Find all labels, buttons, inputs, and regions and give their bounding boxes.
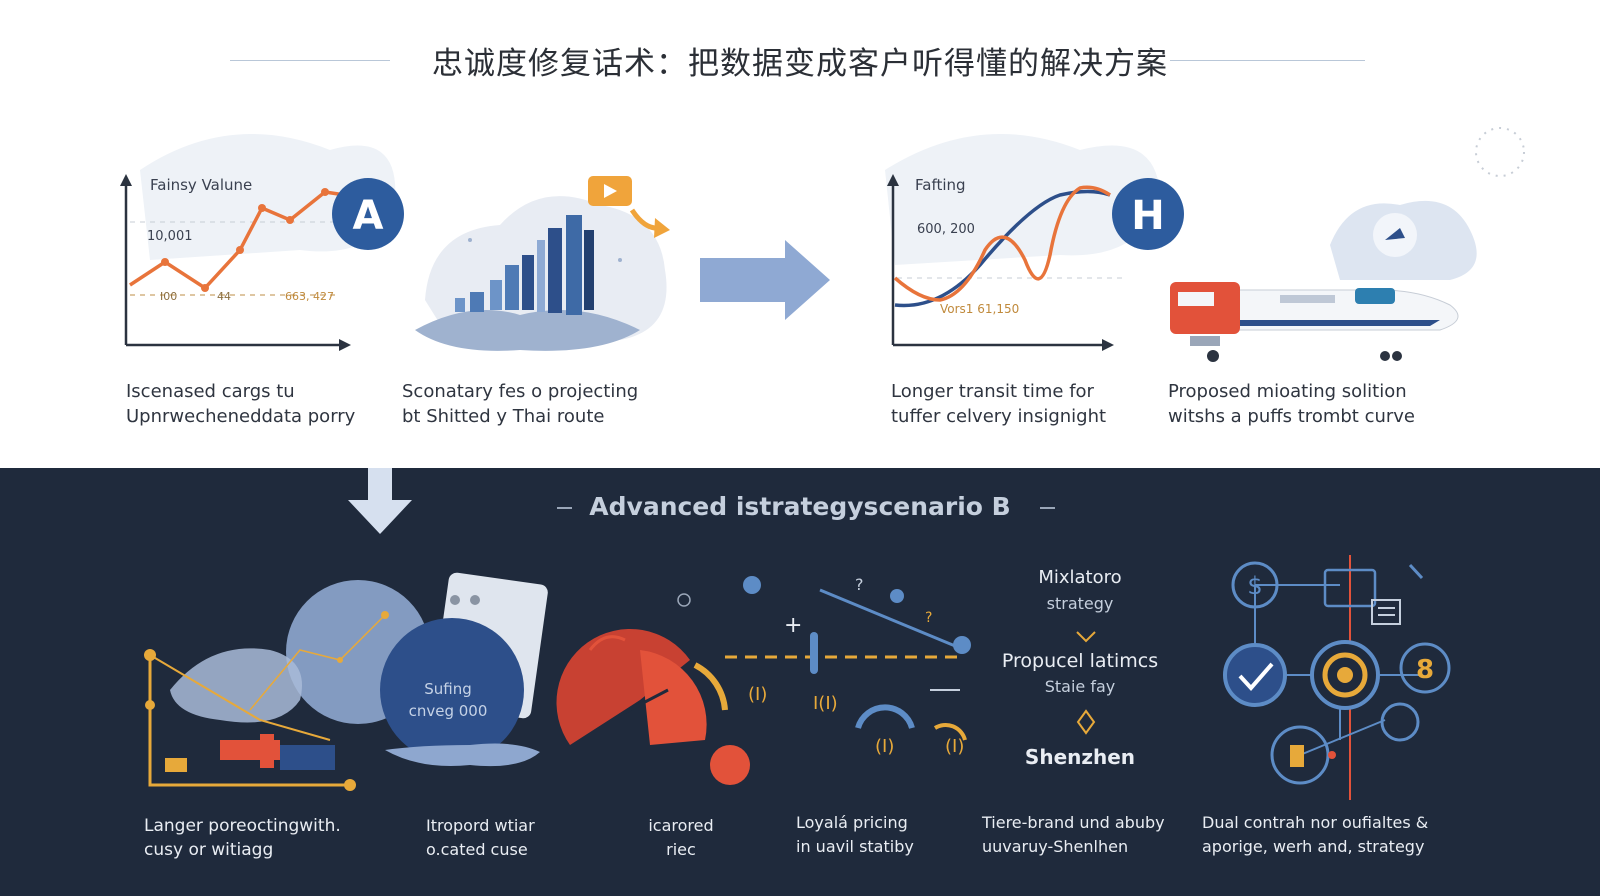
chart-a-line <box>129 190 346 291</box>
caption-panel-4-line2: witshs a puffs trombt curve <box>1168 406 1415 427</box>
chart-h-label: Fafting <box>915 176 966 194</box>
svg-text:?: ? <box>925 610 932 626</box>
caption-panel-3-line2: tuffer celvery insignight <box>891 406 1107 427</box>
svg-text:+: + <box>784 613 802 638</box>
check-icon <box>1223 643 1287 707</box>
caption-panel-1-line1: Iscenased cargs tu <box>126 381 295 402</box>
bottom-caption-5: Tiere-brand und abuby uuvaruy-Shenlhen <box>982 811 1165 859</box>
chart-a: Fainsy Valune 10,001 I00 44 663, 427 A <box>120 134 404 351</box>
chart-a-label: Fainsy Valune <box>150 176 252 194</box>
title-rule-left <box>230 60 390 61</box>
badge-a <box>332 178 404 250</box>
flow-step-2: Propucel latimcs <box>1001 650 1159 672</box>
bottom-caption-6-line1: Dual contrah nor oufialtes & <box>1202 813 1429 832</box>
clock-icon <box>1380 702 1420 742</box>
chart-a-x-tick-1: I00 <box>160 290 177 303</box>
chart-h-y-tick: 600, 200 <box>917 222 975 237</box>
bottom-caption-3-line1: icarored <box>648 816 714 835</box>
flow-diamond <box>1076 709 1096 735</box>
bottom-caption-2: Itropord wtiar o.cated cuse <box>426 814 535 862</box>
chart-h-x-tick: Vors1 61,150 <box>940 302 1019 316</box>
bottom-caption-1-line1: Langer poreoctingwith. <box>144 816 341 836</box>
document-icon <box>1371 599 1401 625</box>
section-b-title: Advanced istrategyscenario B <box>589 492 1011 521</box>
caption-panel-3-line1: Longer transit time for <box>891 381 1094 402</box>
chart-a-cloud <box>140 134 396 260</box>
svg-text:8: 8 <box>1416 655 1434 685</box>
caption-panel-1-line2: Upnrwecheneddata porry <box>126 406 356 427</box>
bottom-circle-line1: Sufing <box>424 680 472 698</box>
svg-text:?: ? <box>855 575 864 594</box>
caption-panel-4-line1: Proposed mioating solition <box>1168 381 1407 402</box>
badge-h <box>1112 178 1184 250</box>
badge-a-letter: A <box>353 193 384 239</box>
bottom-caption-6-line2: aporige, werh and, strategy <box>1202 837 1425 856</box>
chart-a-x-tick-2: 44 <box>217 290 231 303</box>
svg-text:(I): (I) <box>875 736 894 757</box>
chart-h: Fafting 600, 200 Vors1 61,150 H <box>885 134 1184 351</box>
svg-text:(I): (I) <box>945 736 964 757</box>
bottom-circle-line2: cnveg 000 <box>409 702 488 720</box>
dollar-icon <box>1231 561 1279 609</box>
bottom-caption-3-line2: riec <box>666 840 696 859</box>
caption-panel-3: Longer transit time for tuffer celvery i… <box>891 379 1106 429</box>
bottom-caption-2-line2: o.cated cuse <box>426 840 528 859</box>
gauge-scene: ? ? + (I) I(I) (I) (I) <box>556 575 971 785</box>
bottom-caption-1: Langer poreoctingwith. cusy or witiagg <box>144 814 341 862</box>
flow-step-3: Shenzhen <box>1024 745 1136 769</box>
train-front <box>1170 282 1240 334</box>
caption-panel-1: Iscenased cargs tu Upnrwecheneddata porr… <box>126 379 355 429</box>
bottom-caption-1-line2: cusy or witiagg <box>144 840 274 860</box>
caption-panel-2-line2: bt Shitted y Thai route <box>402 406 605 427</box>
monitor-icon <box>1323 568 1377 608</box>
bottom-caption-5-line1: Tiere-brand und abuby <box>982 813 1165 832</box>
city-illustration <box>415 176 670 351</box>
badge-h-letter: H <box>1131 193 1164 239</box>
flow-chevron <box>1076 631 1096 643</box>
caption-panel-2: Sconatary fes o projecting bt Shitted y … <box>402 379 638 429</box>
number-8-icon <box>1399 642 1451 694</box>
bottom-chart-scene: Sufing cnveg 000 <box>144 572 548 791</box>
flow-step-1: Mixlatoro <box>1038 567 1122 588</box>
bottom-circle <box>380 618 524 762</box>
flow-step-1-sub: strategy <box>1046 594 1114 613</box>
title-rule-right <box>1170 60 1365 61</box>
caption-panel-2-line1: Sconatary fes o projecting <box>402 381 639 402</box>
flow-arrow-down <box>348 468 412 534</box>
bottom-caption-4-line2: in uavil statiby <box>796 837 914 856</box>
chart-a-y-tick: 10,001 <box>147 229 193 244</box>
bottom-caption-6: Dual contrah nor oufialtes & aporige, we… <box>1202 811 1428 859</box>
svg-text:(I): (I) <box>748 684 767 705</box>
flow-step-2-sub: Staie fay <box>1044 677 1116 696</box>
bottom-caption-4: Loyalá pricing in uavil statiby <box>796 811 914 859</box>
svg-text:$: $ <box>1247 572 1262 600</box>
bottom-caption-2-line1: Itropord wtiar <box>426 816 535 835</box>
page-title: 忠诚度修复话术：把数据变成客户听得懂的解决方案 <box>432 46 1168 82</box>
bottom-caption-3: icarored riec <box>636 814 726 862</box>
flow-arrow-right <box>700 240 830 320</box>
caption-panel-4: Proposed mioating solition witshs a puff… <box>1168 379 1415 429</box>
chart-h-line-orange <box>893 185 1111 302</box>
bottom-caption-5-line2: uuvaruy-Shenlhen <box>982 837 1129 856</box>
chart-a-x-tick-3: 663, 427 <box>285 290 334 303</box>
bottom-caption-4-line1: Loyalá pricing <box>796 813 908 832</box>
icon-network: $ 8 <box>1223 555 1451 800</box>
transport-illustration <box>1170 127 1525 362</box>
svg-text:I(I): I(I) <box>813 693 838 714</box>
